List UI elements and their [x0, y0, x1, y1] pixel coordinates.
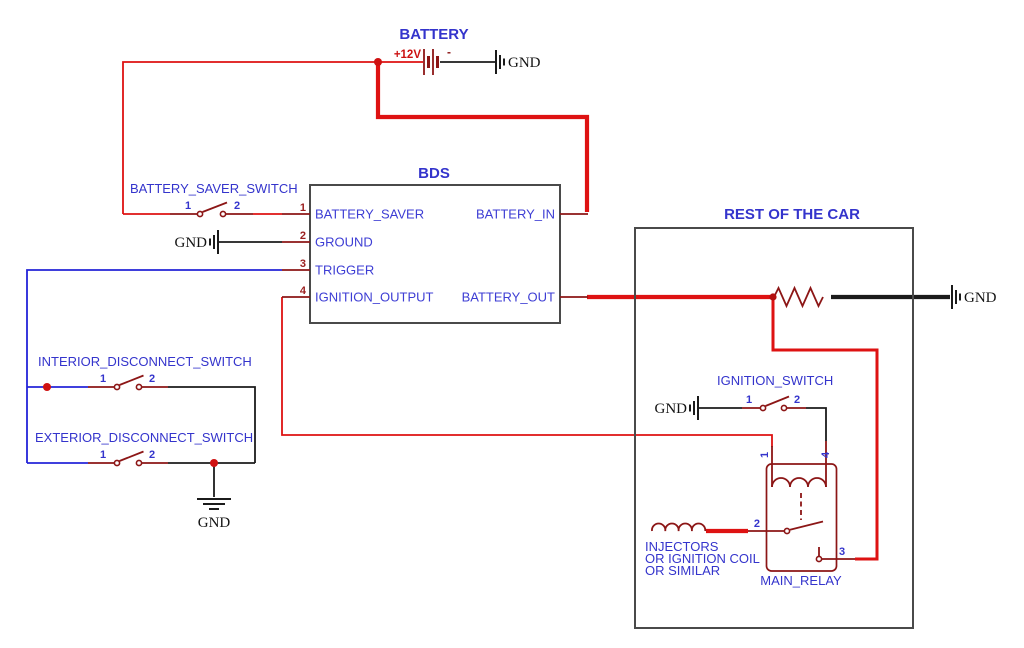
battery-gnd-label: GND	[508, 55, 541, 71]
load-label-line3: OR SIMILAR	[645, 563, 720, 578]
bds-pin-trigger: TRIGGER	[315, 263, 374, 278]
bds-pin-ignition-output: IGNITION_OUTPUT	[315, 290, 434, 305]
ignition-switch-symbol	[742, 395, 806, 412]
junction-trigger-interior	[43, 383, 51, 391]
junction-battery-positive	[374, 58, 382, 66]
battery-saver-switch-pin2: 2	[234, 200, 240, 212]
bds-pin-battery-saver: BATTERY_SAVER	[315, 207, 424, 222]
wire-trigger-bus	[26, 269, 282, 463]
rest-of-the-car-box	[634, 227, 914, 629]
gnd-symbol-bds-ground	[209, 230, 219, 254]
battery-negative-label: -	[447, 45, 451, 59]
exterior-disconnect-switch-label: EXTERIOR_DISCONNECT_SWITCH	[35, 430, 253, 445]
bds-pin-battery-in: BATTERY_IN	[476, 207, 555, 222]
load-label-line2: OR IGNITION COIL	[645, 551, 760, 566]
exterior-disconnect-switch-symbol	[88, 450, 168, 467]
bds-pin-number-3: 3	[300, 258, 306, 270]
junction-disconnect-gnd	[210, 459, 218, 467]
bds-gnd-label: GND	[175, 235, 208, 251]
battery-saver-switch-label: BATTERY_SAVER_SWITCH	[130, 181, 298, 196]
bds-pin-number-2: 2	[300, 230, 306, 242]
ignition-switch-pin2: 2	[794, 394, 800, 406]
wire-relay-feed	[771, 297, 879, 561]
resistor-symbol	[773, 285, 824, 309]
main-relay-label: MAIN_RELAY	[760, 573, 842, 588]
bds-box	[309, 184, 561, 324]
battery-saver-switch-pin1: 1	[185, 200, 191, 212]
wire-battery-positive-thin	[122, 61, 423, 214]
main-relay-pin2: 2	[754, 518, 760, 530]
main-relay-pin3: 3	[839, 546, 845, 558]
battery-symbol	[423, 49, 439, 75]
main-relay-pin4: 4	[820, 451, 832, 458]
disconnect-gnd-label: GND	[198, 515, 231, 531]
injector-coil-symbol	[651, 522, 707, 532]
wire-exterior-switch-row	[27, 462, 255, 497]
gnd-symbol-rest	[951, 285, 961, 309]
bds-title: BDS	[418, 165, 450, 182]
wire-ignition-output	[281, 297, 773, 447]
bds-pin-number-1: 1	[300, 202, 306, 214]
ignition-switch-pin1: 1	[746, 394, 752, 406]
interior-disconnect-switch-label: INTERIOR_DISCONNECT_SWITCH	[38, 354, 252, 369]
bds-pin-ground: GROUND	[315, 235, 373, 250]
main-relay-pin1: 1	[759, 452, 771, 458]
ignition-switch-label: IGNITION_SWITCH	[717, 373, 833, 388]
interior-disconnect-switch-pin2: 2	[149, 373, 155, 385]
exterior-disconnect-switch-pin2: 2	[149, 449, 155, 461]
battery-positive-label: +12V	[394, 49, 422, 61]
ignition-gnd-label: GND	[655, 401, 688, 417]
bds-pin-battery-out: BATTERY_OUT	[462, 290, 555, 305]
gnd-symbol-ignition	[689, 396, 699, 420]
interior-disconnect-switch-symbol	[88, 374, 168, 391]
battery-title: BATTERY	[399, 26, 468, 43]
wire-battery-main-thick	[375, 64, 590, 212]
load-label-line1: INJECTORS	[645, 539, 719, 554]
junction-battery-out	[769, 293, 777, 301]
gnd-symbol-battery	[495, 50, 505, 74]
rest-gnd-label: GND	[964, 290, 997, 306]
gnd-symbol-disconnect	[197, 498, 231, 510]
bds-pin-stubs	[282, 213, 588, 298]
exterior-disconnect-switch-pin1: 1	[100, 449, 106, 461]
interior-disconnect-switch-pin1: 1	[100, 373, 106, 385]
main-relay-symbol	[748, 441, 855, 572]
battery-saver-switch-symbol	[170, 201, 253, 218]
wire-interior-switch-row	[27, 386, 256, 463]
bds-pin-number-4: 4	[300, 285, 307, 297]
rest-of-the-car-title: REST OF THE CAR	[724, 206, 860, 223]
wire-ignition-switch-row	[699, 407, 827, 441]
